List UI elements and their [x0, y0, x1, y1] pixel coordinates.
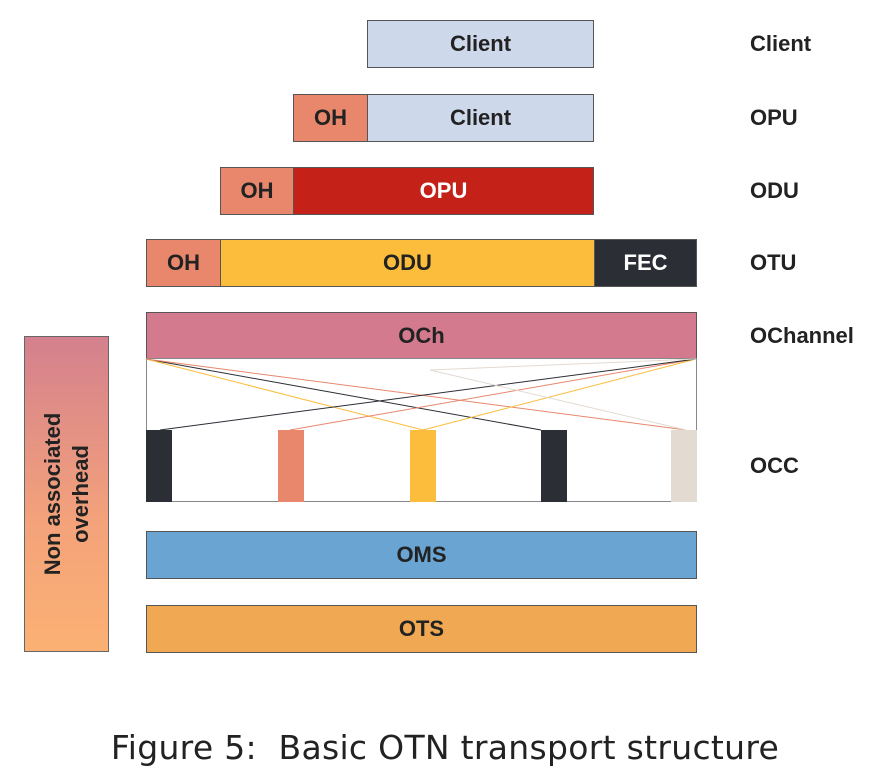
- occ-slot-3: [410, 430, 436, 502]
- occ-link-7: [429, 358, 697, 371]
- och-label: OCh: [398, 322, 445, 348]
- ots-block: OTS: [146, 605, 697, 653]
- client-block: Client: [367, 20, 594, 68]
- row-label-client: Client: [750, 31, 812, 56]
- side-panel-line2: overhead: [67, 445, 93, 543]
- figure-caption: Figure 5: Basic OTN transport structure: [110, 728, 780, 767]
- row-label-odu: ODU: [750, 178, 799, 203]
- otu-fec-label: FEC: [623, 250, 668, 275]
- occ-slot-4: [541, 430, 567, 502]
- opu-client-label: Client: [449, 105, 512, 130]
- otu-oh-label: OH: [167, 250, 200, 275]
- occ-link-6: [159, 358, 697, 431]
- row-label-ochannel: OChannel: [750, 323, 854, 348]
- row-label-occ: OCC: [750, 453, 799, 478]
- non-associated-overhead-text: Non associated overhead: [39, 413, 95, 576]
- occ-link-3: [145, 358, 687, 431]
- oms-label: OMS: [396, 542, 447, 567]
- occ-slot-2: [278, 430, 304, 502]
- occ-link-5: [422, 358, 697, 431]
- side-panel-line1: Non associated: [39, 412, 65, 576]
- occ-link-2: [145, 358, 424, 431]
- odu-opu-block: OPU: [293, 167, 594, 215]
- oms-block: OMS: [146, 531, 697, 579]
- occ-slots: [146, 430, 697, 502]
- occ-connections: [145, 358, 697, 431]
- odu-opu-label: OPU: [419, 178, 468, 203]
- row-label-otu: OTU: [750, 250, 797, 275]
- opu-client-block: Client: [367, 94, 594, 142]
- client-block-label: Client: [449, 31, 512, 56]
- occ-slot-5: [671, 430, 697, 502]
- occ-link-1: [145, 358, 542, 431]
- non-associated-overhead-panel: Non associated overhead: [24, 336, 109, 652]
- occ-link-4: [289, 358, 697, 431]
- otu-fec-block: FEC: [594, 239, 697, 287]
- row-label-opu: OPU: [750, 105, 798, 130]
- odu-oh-block: OH: [220, 167, 294, 215]
- odu-oh-label: OH: [240, 178, 274, 203]
- occ-link-8: [429, 369, 687, 431]
- opu-oh-label: OH: [314, 105, 347, 130]
- otu-odu-block: ODU: [220, 239, 595, 287]
- ots-label: OTS: [398, 616, 445, 641]
- otu-oh-block: OH: [146, 239, 221, 287]
- occ-slot-1: [146, 430, 172, 502]
- otu-odu-label: ODU: [383, 250, 432, 275]
